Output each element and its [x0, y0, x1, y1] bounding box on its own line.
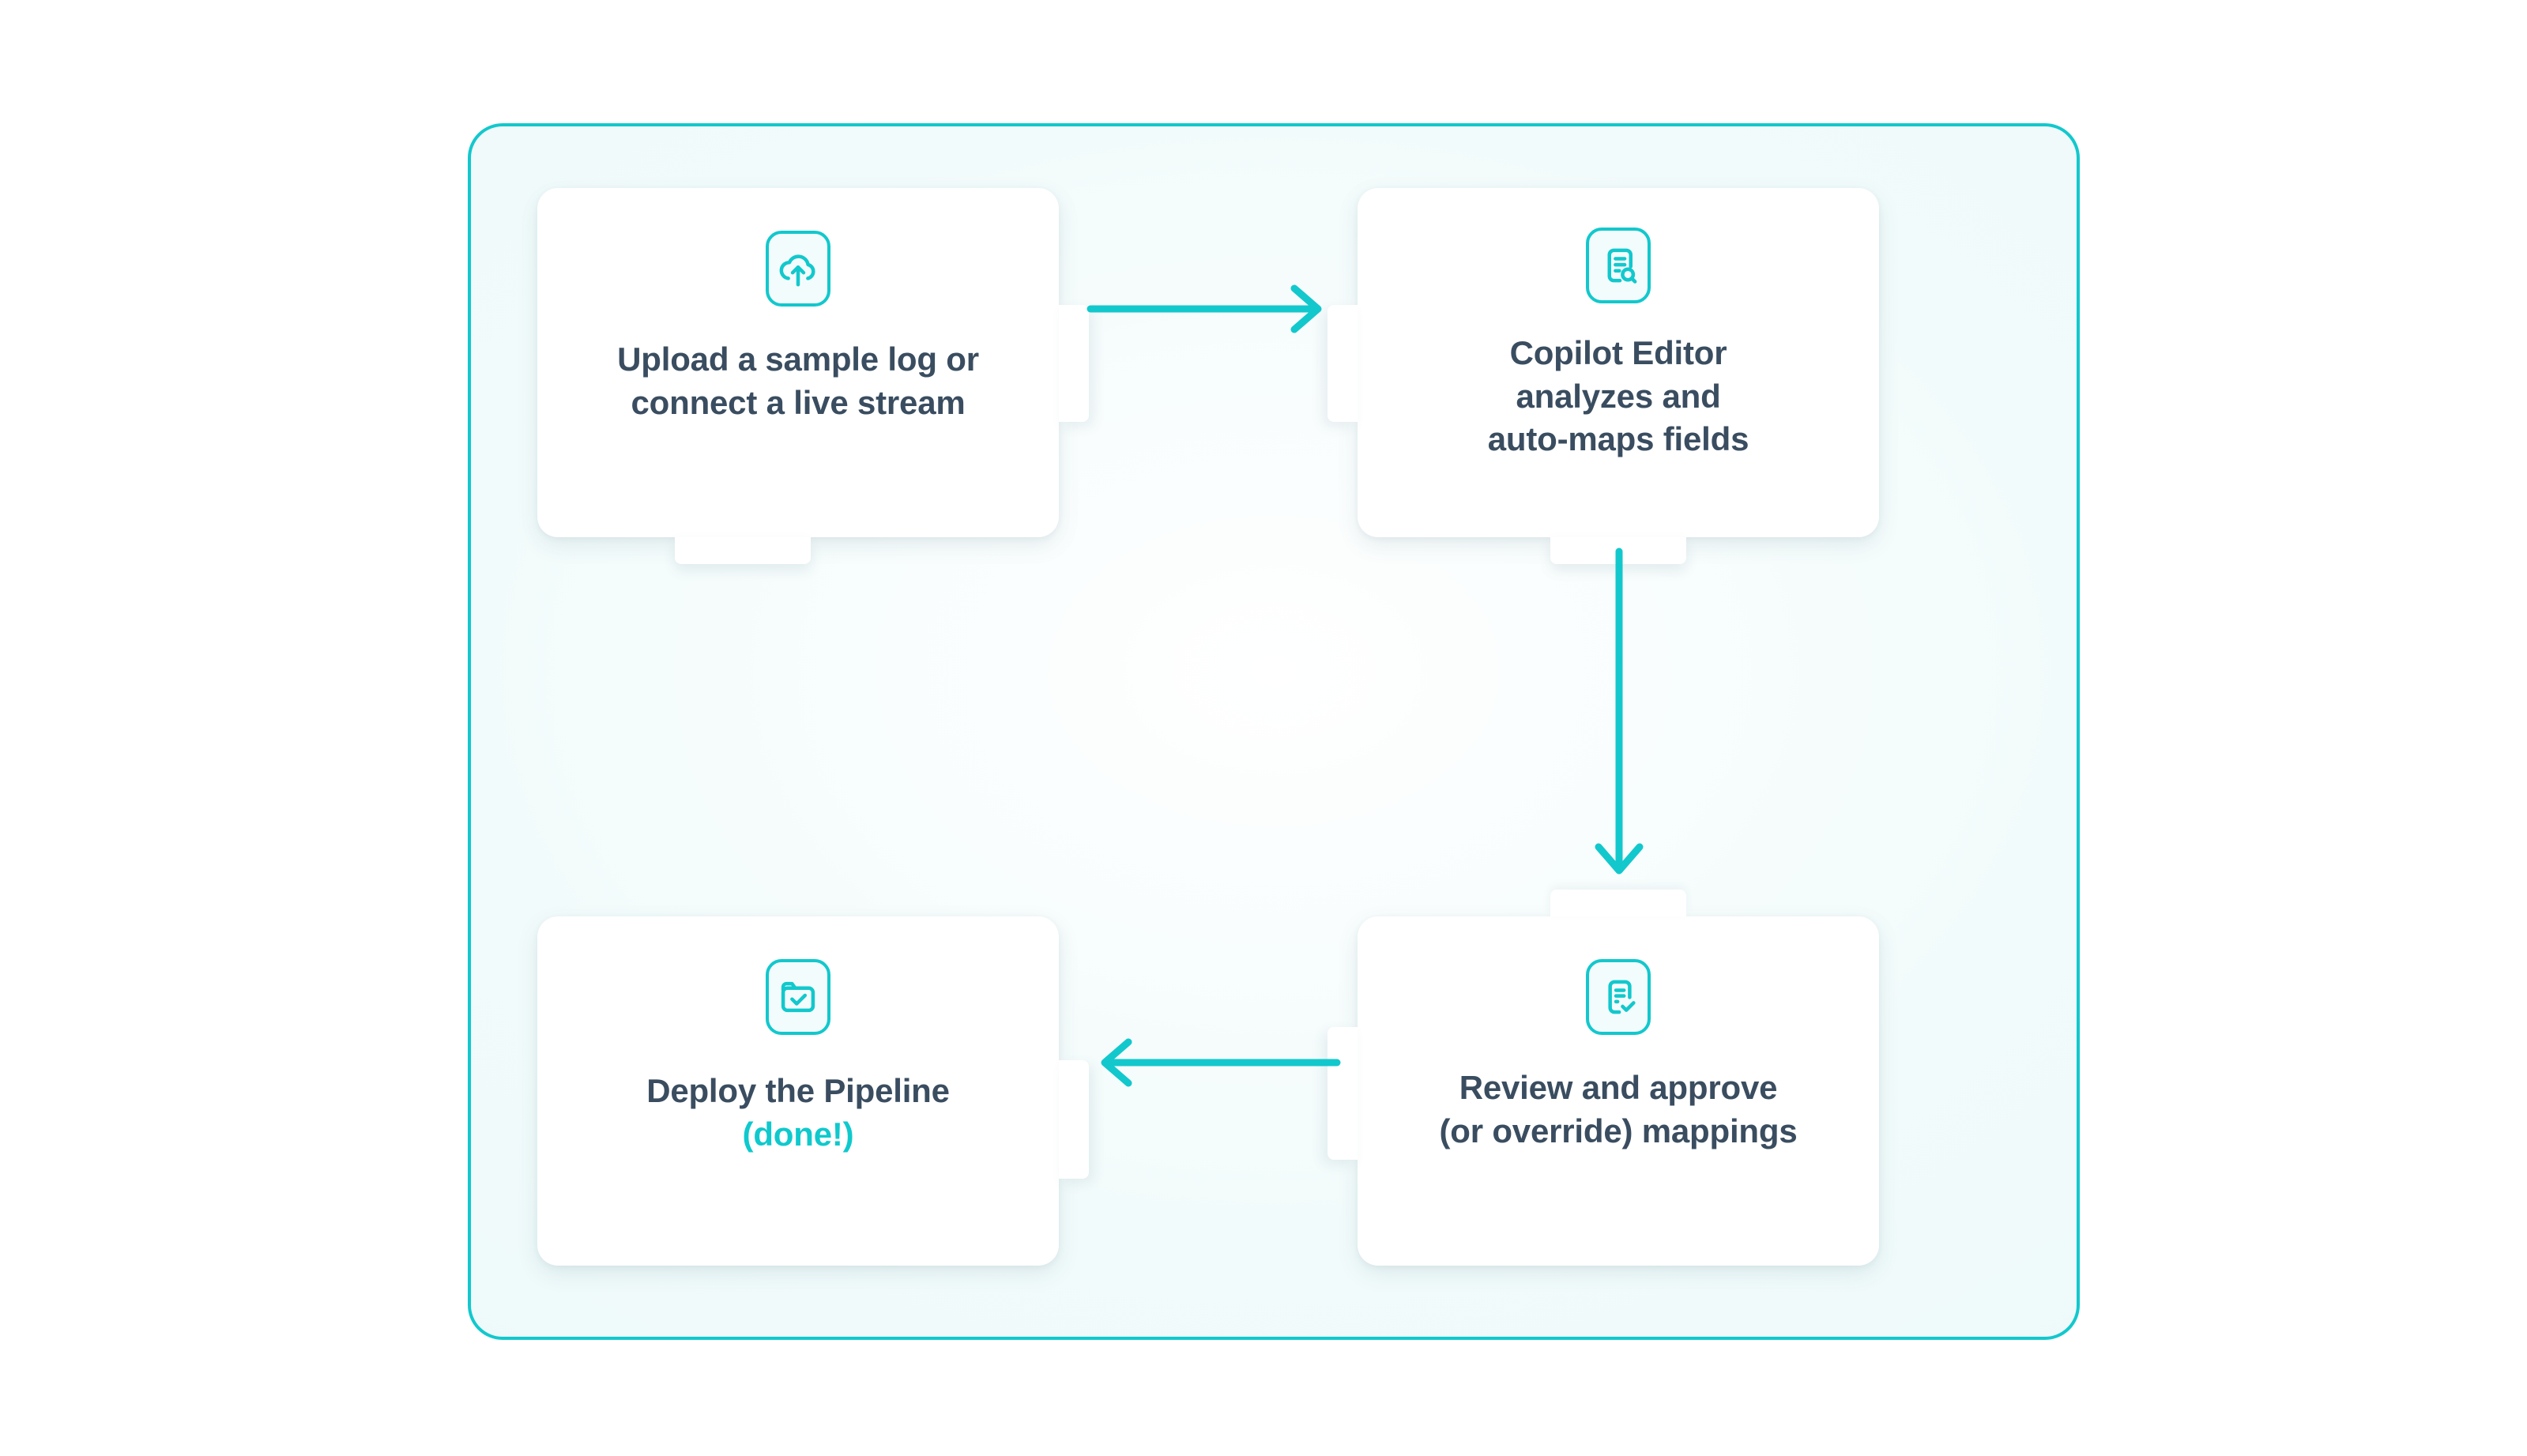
folder-check-icon	[766, 959, 830, 1035]
step-card-title: Review and approve (or override) mapping…	[1439, 1069, 1798, 1149]
card-tab-right	[1059, 305, 1089, 422]
card-tab-right	[1059, 1060, 1089, 1179]
card-tab-left	[1328, 305, 1358, 422]
step-card-deploy[interactable]: Deploy the Pipeline (done!)	[537, 916, 1089, 1266]
document-check-icon	[1586, 959, 1651, 1035]
connector-arrow-left	[1101, 1038, 1341, 1087]
step-card-upload[interactable]: Upload a sample log or connect a live st…	[537, 188, 1089, 564]
step-card-title: Upload a sample log or connect a live st…	[617, 340, 979, 421]
flow-container: Upload a sample log or connect a live st…	[468, 123, 2080, 1340]
card-tab-left	[1328, 1027, 1358, 1160]
connector-arrow-right	[1086, 284, 1322, 333]
step-card-title: Deploy the Pipeline	[646, 1072, 950, 1109]
cloud-upload-icon	[766, 231, 830, 307]
connector-arrow-down	[1595, 547, 1644, 875]
step-card-analyze[interactable]: Copilot Editor analyzes and auto-maps fi…	[1328, 188, 1879, 564]
document-search-icon	[1586, 228, 1651, 303]
step-card-title: Copilot Editor analyzes and auto-maps fi…	[1487, 334, 1749, 458]
step-card-review[interactable]: Review and approve (or override) mapping…	[1328, 890, 1879, 1266]
step-card-subtitle: (done!)	[742, 1115, 854, 1153]
card-tab-bottom	[675, 537, 811, 564]
card-tab-top	[1550, 890, 1686, 916]
